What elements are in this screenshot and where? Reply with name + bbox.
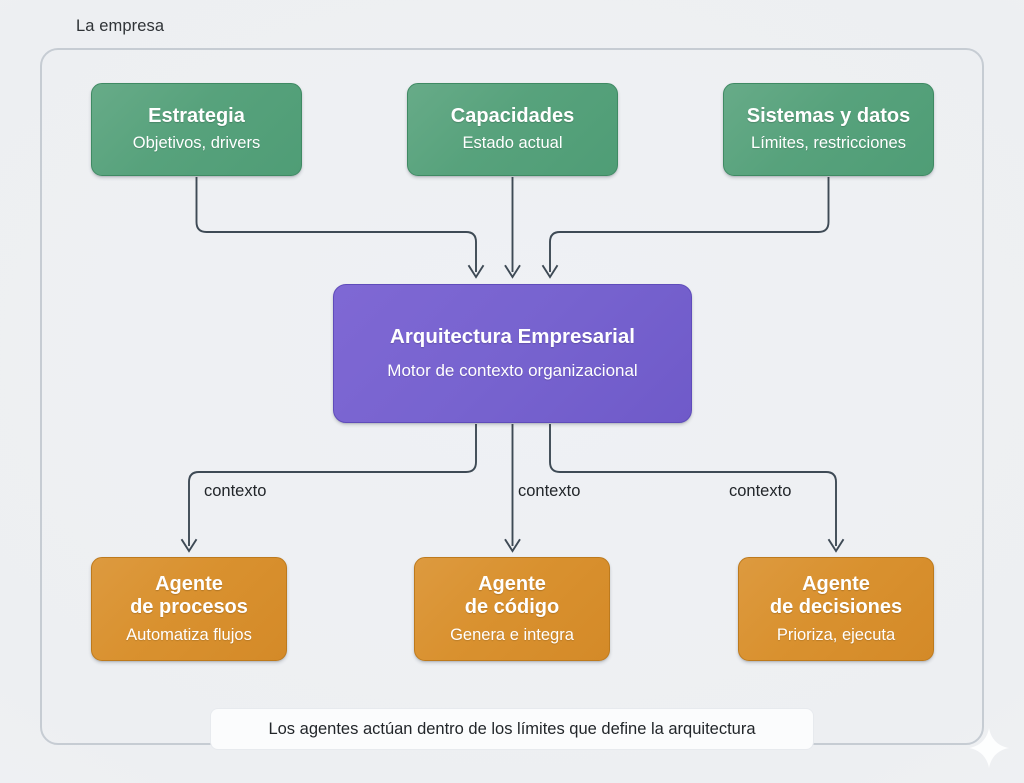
node-agente-de-codigo-title-line1: Agente (478, 572, 546, 595)
node-estrategia[interactable]: Estrategia Objetivos, drivers (91, 83, 302, 176)
node-sistemas-y-datos[interactable]: Sistemas y datos Límites, restricciones (723, 83, 934, 176)
node-agente-de-decisiones-title: Agente de decisiones (770, 573, 902, 620)
node-sistemas-y-datos-title: Sistemas y datos (746, 105, 911, 128)
node-agente-de-procesos-title-line1: Agente (155, 572, 223, 595)
node-agente-de-codigo[interactable]: Agente de código Genera e integra (414, 557, 610, 661)
node-agente-de-procesos-title-line2: de procesos (130, 596, 248, 619)
edge-label-contexto-codigo: contexto (518, 482, 581, 500)
footer-note: Los agentes actúan dentro de los límites… (211, 709, 813, 749)
node-sistemas-y-datos-subtitle: Límites, restricciones (751, 133, 906, 152)
node-estrategia-title: Estrategia (148, 105, 245, 128)
node-agente-de-codigo-subtitle: Genera e integra (450, 625, 574, 644)
node-agente-de-procesos-title: Agente de procesos (130, 573, 248, 620)
node-agente-de-decisiones-title-line1: Agente (802, 572, 870, 595)
node-arquitectura-empresarial-title: Arquitectura Empresarial (390, 325, 635, 349)
node-agente-de-procesos-subtitle: Automatiza flujos (126, 625, 252, 644)
company-group-label: La empresa (76, 17, 165, 35)
node-estrategia-subtitle: Objetivos, drivers (132, 133, 261, 152)
node-agente-de-codigo-title: Agente de código (465, 573, 559, 620)
node-capacidades[interactable]: Capacidades Estado actual (407, 83, 618, 176)
node-arquitectura-empresarial[interactable]: Arquitectura Empresarial Motor de contex… (333, 284, 692, 423)
node-arquitectura-empresarial-subtitle: Motor de contexto organizacional (387, 361, 638, 381)
node-agente-de-procesos[interactable]: Agente de procesos Automatiza flujos (91, 557, 287, 661)
node-agente-de-decisiones-title-line2: de decisiones (769, 596, 903, 619)
edge-label-contexto-procesos: contexto (204, 482, 267, 500)
edge-label-contexto-decisiones: contexto (729, 482, 792, 500)
node-capacidades-title: Capacidades (450, 105, 575, 128)
node-agente-de-decisiones-subtitle: Prioriza, ejecuta (776, 625, 896, 644)
node-agente-de-decisiones[interactable]: Agente de decisiones Prioriza, ejecuta (738, 557, 934, 661)
node-agente-de-codigo-title-line2: de código (464, 596, 560, 619)
node-capacidades-subtitle: Estado actual (462, 133, 563, 152)
